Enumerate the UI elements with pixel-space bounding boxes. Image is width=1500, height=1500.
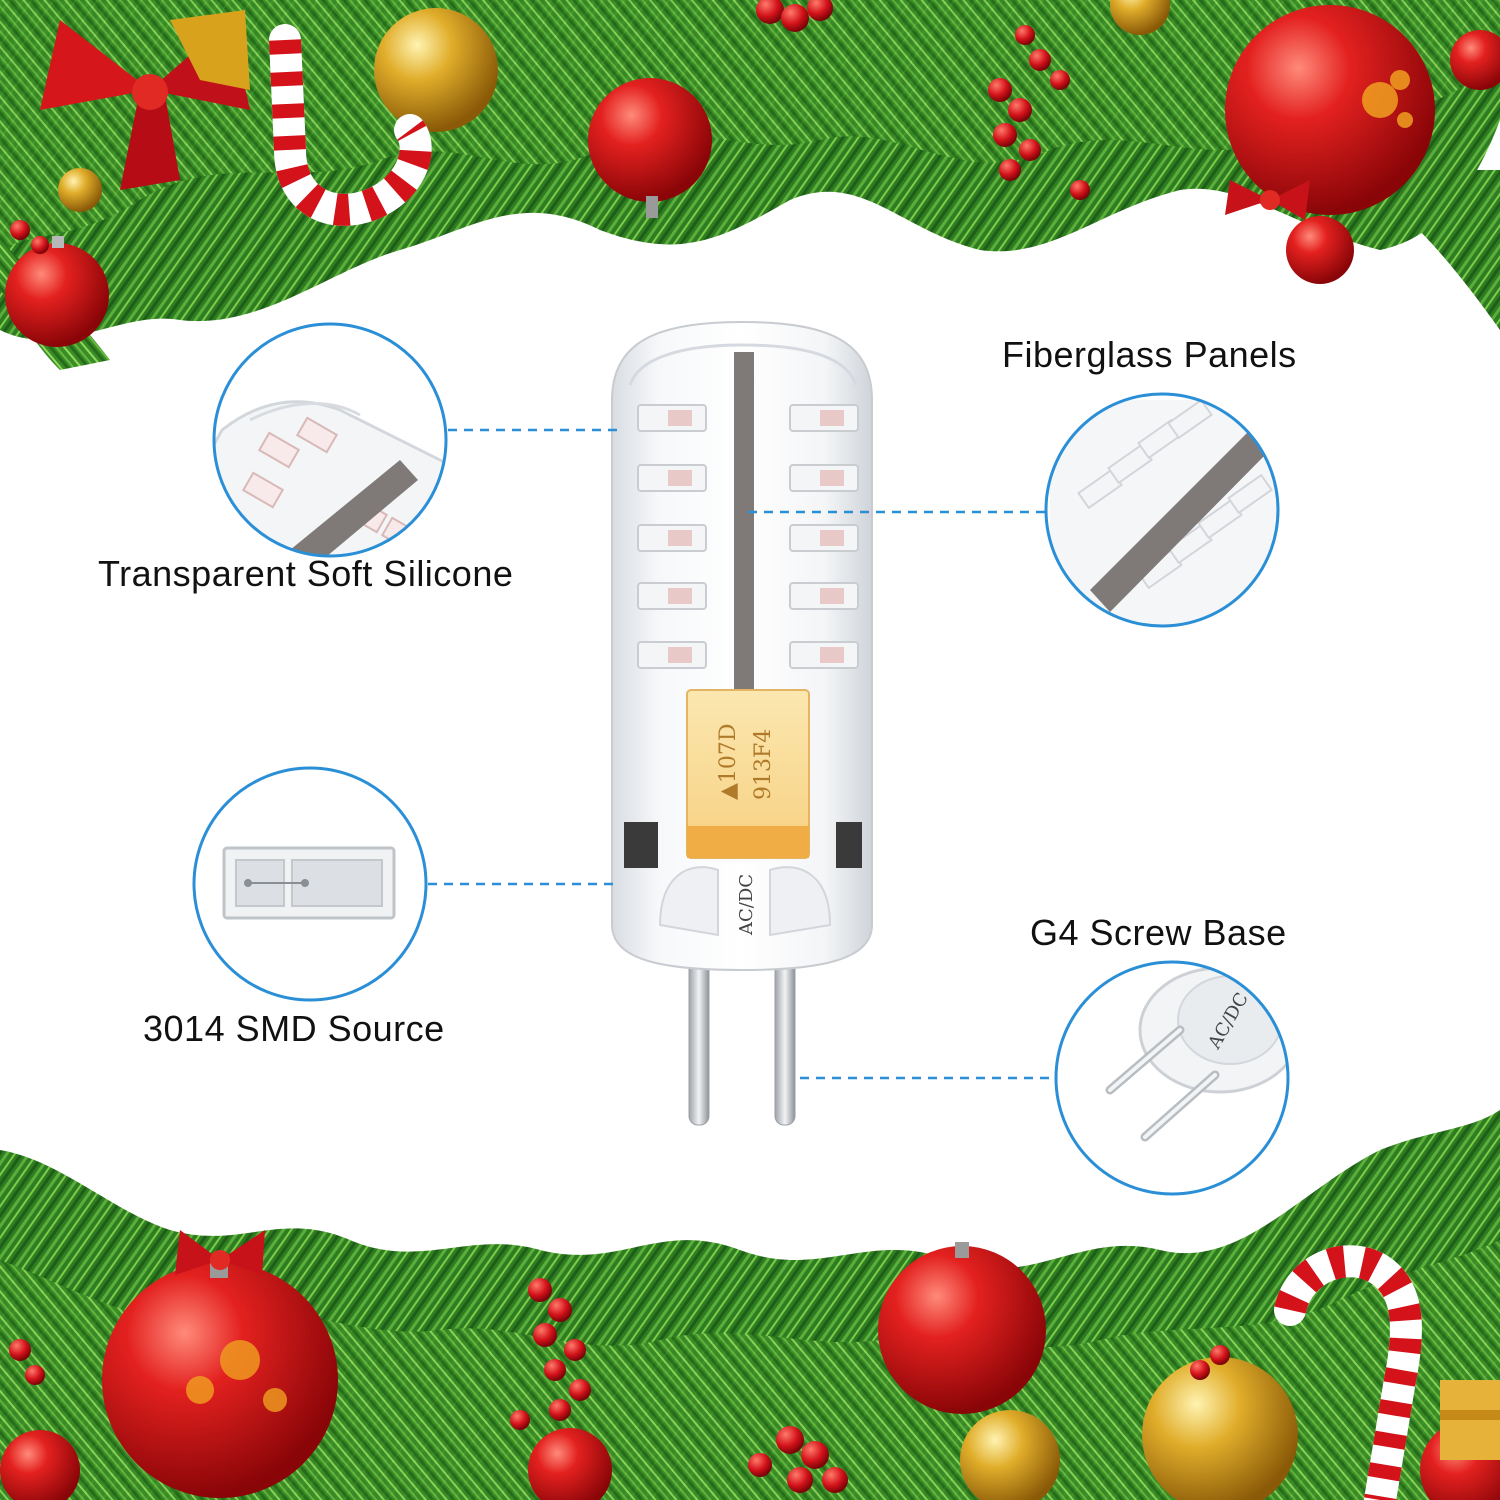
label-fiberglass-panels: Fiberglass Panels [1002,334,1297,375]
callout-smd-zoom [192,766,428,1002]
label-transparent-soft-silicone: Transparent Soft Silicone [98,553,514,594]
bottom-ornaments [0,1230,1500,1500]
label-g4-screw-base: G4 Screw Base [1030,912,1287,953]
g4-led-bulb: ▲107D 913F4 AC/DC [611,320,873,1126]
chip-marking-line2: 913F4 [751,729,776,800]
base-marking: AC/DC [736,874,757,936]
label-smd-source: 3014 SMD Source [143,1008,445,1049]
callout-base-zoom: AC/DC [1054,960,1290,1196]
callout-lines [428,428,1056,1080]
top-ornaments [5,0,1500,347]
callout-fiberglass-zoom [1044,392,1280,628]
bottom-garland [0,1110,1500,1500]
chip-marking-line1: ▲107D [716,723,741,800]
